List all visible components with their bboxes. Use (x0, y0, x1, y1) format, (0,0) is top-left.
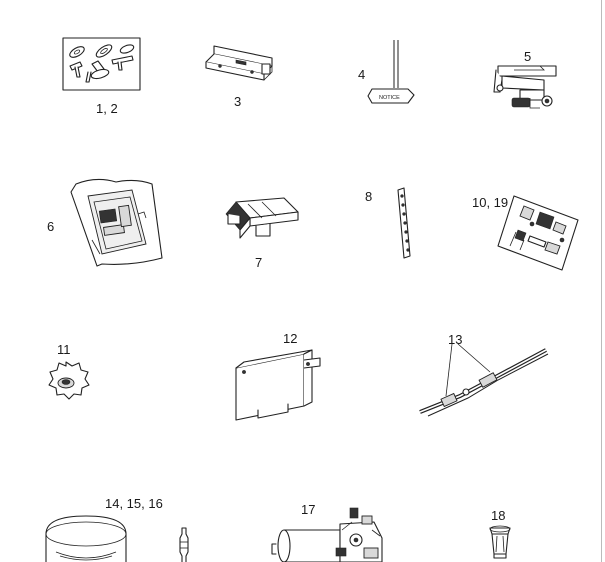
circuit-board-bag-illustration (70, 178, 163, 267)
perforated-strap-illustration (397, 187, 411, 259)
cover-bracket-illustration (235, 349, 321, 421)
motor-illustration (271, 507, 383, 562)
part-label-6: 6 (47, 219, 55, 234)
part-label-10-19: 10, 19 (472, 195, 509, 210)
trolley-illustration (493, 65, 557, 109)
chain-link-kit-illustration (62, 37, 141, 91)
part-label-4: 4 (358, 67, 366, 82)
part-label-7: 7 (255, 255, 263, 270)
part-label-14-15-16: 14, 15, 16 (105, 496, 163, 511)
drive-sprocket-illustration (48, 361, 90, 400)
notice-handle-illustration: NOTICE (367, 40, 415, 104)
connector-block-illustration (225, 197, 299, 239)
part-label-18: 18 (491, 508, 506, 523)
light-assembly-illustration (45, 515, 189, 562)
part-label-5: 5 (524, 49, 532, 64)
part-label-12: 12 (283, 331, 298, 346)
part-label-17: 17 (301, 502, 316, 517)
part-label-13: 13 (448, 332, 463, 347)
part-label-3: 3 (234, 94, 242, 109)
part-label-8: 8 (365, 189, 373, 204)
wire-harness-illustration (419, 343, 549, 417)
part-label-1-2: 1, 2 (96, 101, 118, 116)
mounting-bracket-illustration (205, 45, 273, 81)
control-board-illustration (497, 195, 579, 271)
notice-tag-text: NOTICE (379, 95, 400, 101)
part-label-11: 11 (57, 342, 71, 357)
light-socket-illustration (489, 525, 511, 559)
